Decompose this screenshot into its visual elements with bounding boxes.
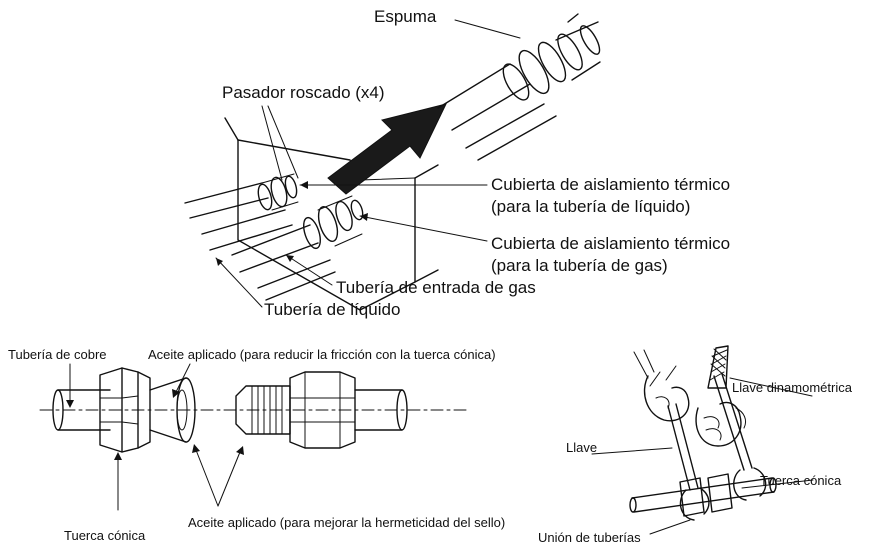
label-tuberia-liquido: Tubería de líquido [264, 300, 400, 319]
label-pasador-roscado: Pasador roscado (x4) [222, 83, 385, 102]
label-cubierta-liquido-line1: Cubierta de aislamiento térmico [491, 175, 730, 194]
label-cubierta-gas-line2: (para la tubería de gas) [491, 256, 668, 275]
label-tuerca-conica-left: Tuerca cónica [64, 528, 146, 543]
label-cubierta-liquido-line2: (para la tubería de líquido) [491, 197, 690, 216]
direction-arrow [327, 103, 447, 195]
label-llave: Llave [566, 440, 597, 455]
label-tuberia-cobre: Tubería de cobre [8, 347, 107, 362]
label-llave-dinamometrica: Llave dinamométrica [732, 380, 853, 395]
top-leaders [215, 19, 521, 308]
label-aceite-sello: Aceite aplicado (para mejorar la hermeti… [188, 515, 505, 530]
label-union-tuberias: Unión de tuberías [538, 530, 641, 544]
label-espuma: Espuma [374, 7, 437, 26]
top-illustration: Espuma Pasador roscado (x4) Cubierta de … [184, 7, 730, 319]
wrench-illustration: Llave dinamométrica Llave Tuerca cónica … [538, 345, 853, 544]
label-cubierta-gas-line1: Cubierta de aislamiento térmico [491, 234, 730, 253]
label-tuberia-gas: Tubería de entrada de gas [336, 278, 536, 297]
label-tuerca-conica-right: Tuerca cónica [760, 473, 842, 488]
liquid-pipe [184, 173, 299, 251]
foam-pipe [437, 13, 601, 161]
gas-pipe [231, 195, 364, 301]
label-aceite-friccion: Aceite aplicado (para reducir la fricció… [148, 347, 496, 362]
flare-nut-illustration: Tubería de cobre Aceite aplicado (para r… [8, 347, 505, 543]
